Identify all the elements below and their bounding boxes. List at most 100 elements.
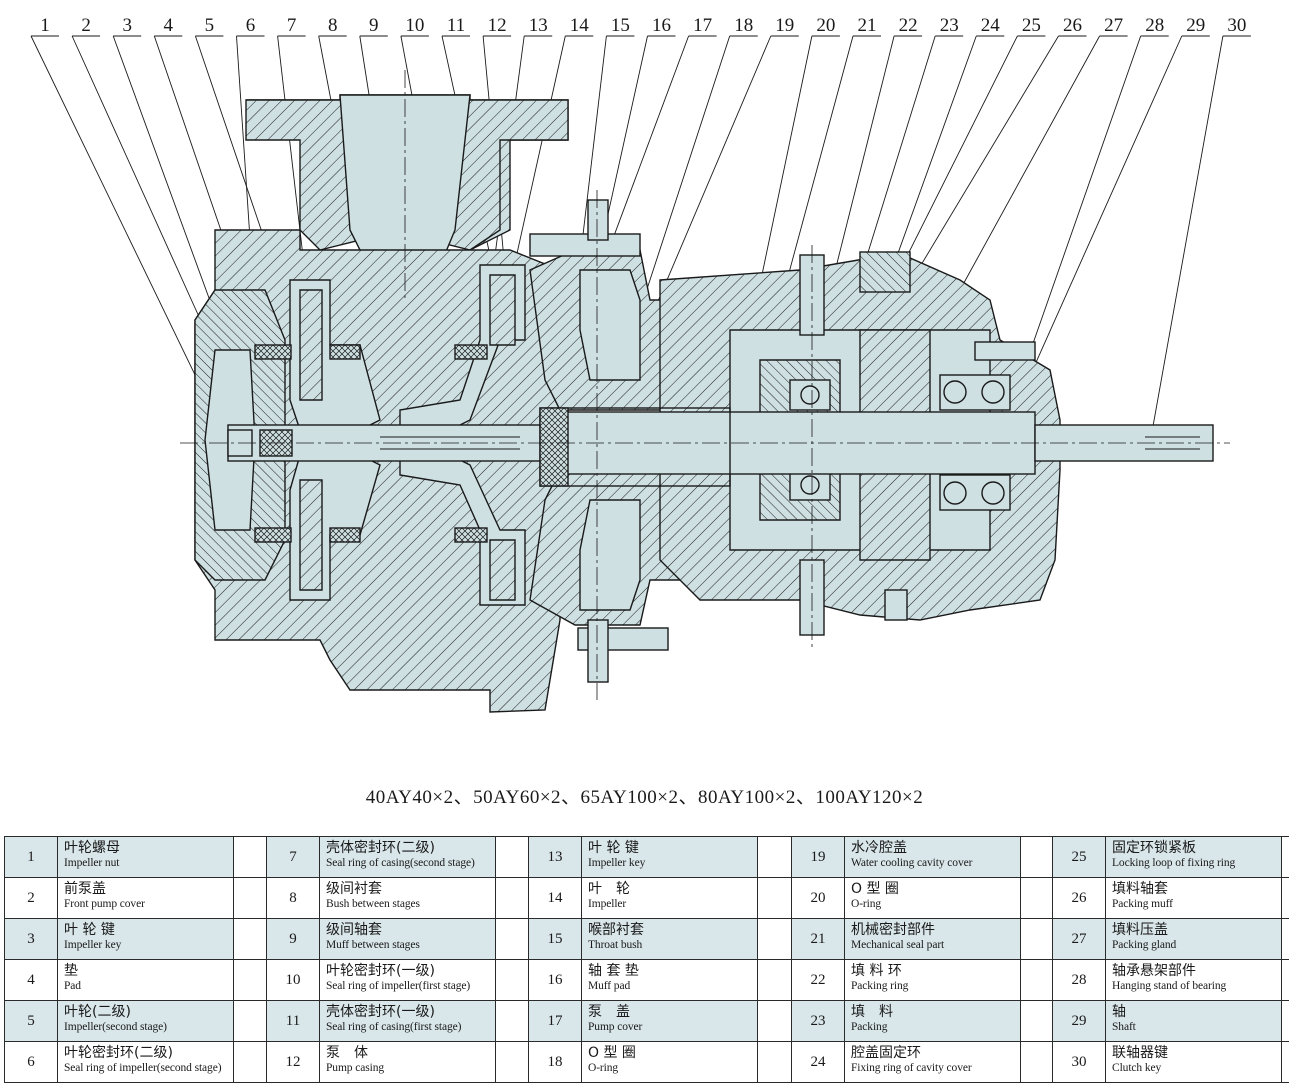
part-number: 26 — [1052, 878, 1106, 918]
part-name-cn: 水冷腔盖 — [851, 840, 907, 856]
callout-23: 23 — [940, 15, 959, 36]
part-number: 12 — [266, 1042, 320, 1082]
callout-4: 4 — [164, 15, 174, 36]
part-name-en: Impeller — [588, 898, 627, 910]
part-name-en: Packing gland — [1112, 939, 1177, 951]
part-number: 28 — [1052, 960, 1106, 1000]
callout-6: 6 — [246, 15, 256, 36]
part-name-cn: 腔盖固定环 — [851, 1045, 921, 1061]
centerlines — [180, 70, 1230, 700]
callout-24: 24 — [981, 15, 1001, 36]
callout-17: 17 — [693, 15, 712, 36]
leader-line-19 — [649, 35, 772, 321]
part-name-cn: 联轴器键 — [1112, 1045, 1168, 1061]
part-name-cn: 填 料 — [851, 1004, 893, 1020]
callout-27: 27 — [1104, 15, 1123, 36]
part-name-cn: 填 料 环 — [851, 963, 902, 979]
callout-2: 2 — [81, 15, 91, 36]
part-name-cn: 壳体密封环(二级) — [326, 840, 435, 856]
part-number: 18 — [528, 1042, 582, 1082]
part-number: 1 — [4, 837, 58, 877]
part-number: 16 — [528, 960, 582, 1000]
callout-21: 21 — [858, 15, 877, 36]
part-name-en: Water cooling cavity cover — [851, 857, 973, 869]
part-name-cn: 轴 — [1112, 1004, 1126, 1020]
part-number: 10 — [266, 960, 320, 1000]
part-name-cn: 泵 盖 — [588, 1004, 630, 1020]
part-name-en: Impeller(second stage) — [64, 1021, 167, 1033]
part-name-en: Mechanical seal part — [851, 939, 945, 951]
part-name-cn: 叶 轮 键 — [64, 922, 115, 938]
part-name-en: Seal ring of impeller(first stage) — [326, 980, 471, 992]
part-number: 17 — [528, 1001, 582, 1041]
callout-22: 22 — [899, 15, 918, 36]
leader-line-18 — [631, 35, 731, 336]
part-name-en: Packing — [851, 1021, 888, 1033]
callout-14: 14 — [570, 15, 590, 36]
callout-12: 12 — [488, 15, 507, 36]
part-name-cn: 壳体密封环(一级) — [326, 1004, 435, 1020]
part-number: 30 — [1052, 1042, 1106, 1082]
callout-11: 11 — [447, 15, 465, 36]
part-number: 25 — [1052, 837, 1106, 877]
part-name-en: Seal ring of impeller(second stage) — [64, 1062, 222, 1074]
part-number: 19 — [791, 837, 845, 877]
callout-28: 28 — [1145, 15, 1164, 36]
part-number: 27 — [1052, 919, 1106, 959]
part-name-cn: 叶 轮 — [588, 881, 630, 897]
callout-3: 3 — [122, 15, 132, 36]
part-number: 4 — [4, 960, 58, 1000]
part-number: 6 — [4, 1042, 58, 1082]
leader-line-30 — [1149, 35, 1224, 444]
part-name-en: Impeller key — [64, 939, 122, 951]
part-name-en: O-ring — [588, 1062, 619, 1074]
callout-26: 26 — [1063, 15, 1082, 36]
part-name-cn: 泵 体 — [326, 1045, 368, 1061]
part-number: 21 — [791, 919, 845, 959]
pump-body — [194, 94, 1214, 713]
part-number: 3 — [4, 919, 58, 959]
part-name-cn: 填料压盖 — [1112, 922, 1168, 938]
part-number: 23 — [791, 1001, 845, 1041]
part-number: 2 — [4, 878, 58, 918]
top-bolt — [529, 233, 641, 257]
callout-20: 20 — [816, 15, 835, 36]
seal-ring-1st-bottom — [454, 527, 488, 543]
part-name-en: Clutch key — [1112, 1062, 1162, 1074]
part-name-en: Pad — [64, 980, 81, 992]
leader-line-28 — [1029, 35, 1142, 353]
callout-13: 13 — [529, 15, 548, 36]
parts-row: 10 叶轮密封环(一级)Seal ring of impeller(first s… — [266, 959, 542, 1000]
part-name-cn: 叶轮密封环(一级) — [326, 963, 435, 979]
part-name-cn: 前泵盖 — [64, 881, 106, 897]
part-name-en: Throat bush — [588, 939, 643, 951]
part-name-en: Locking loop of fixing ring — [1112, 857, 1236, 869]
part-name-en: Muff pad — [588, 980, 631, 992]
